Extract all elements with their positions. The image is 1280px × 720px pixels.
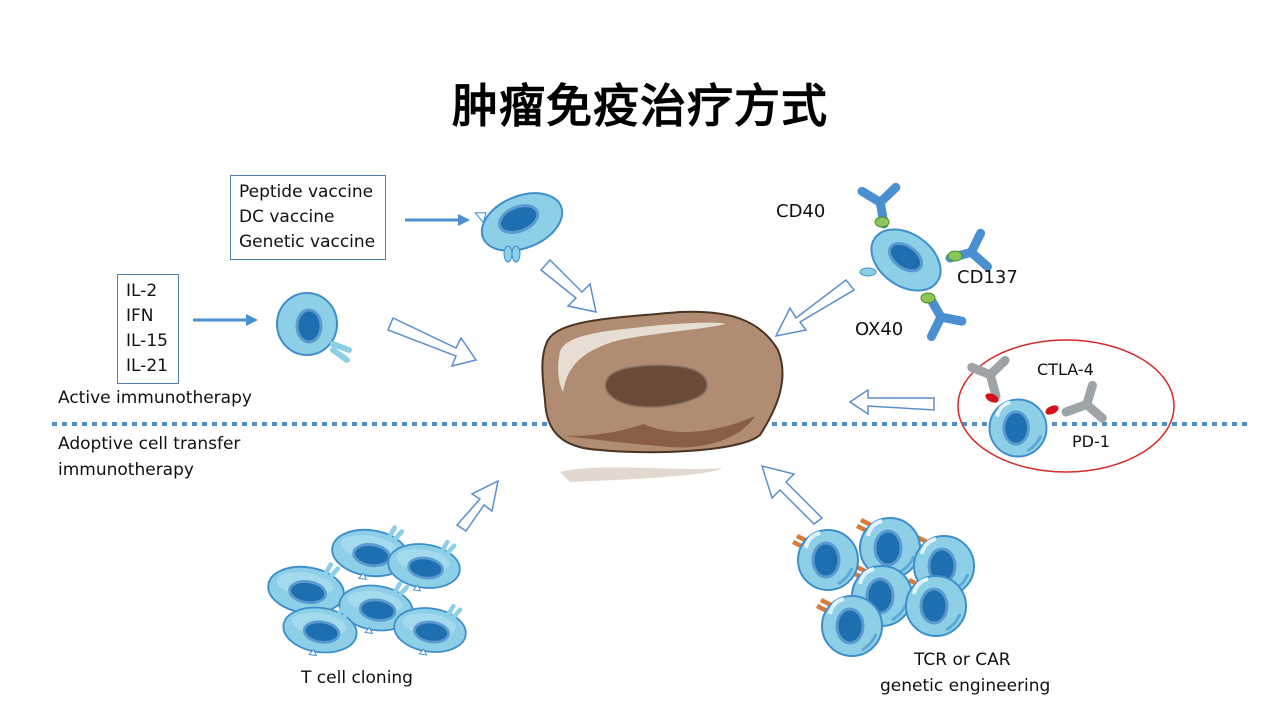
agonist-cell — [860, 185, 989, 338]
checkpoint-ring — [957, 339, 1175, 473]
t-cell-clone-cluster — [265, 519, 470, 660]
arrow-cytokine-to-tumor — [387, 316, 478, 368]
active-immunotherapy-label: Active immunotherapy — [58, 388, 252, 408]
cytokine-box: IL-2 IFN IL-15 IL-21 — [117, 274, 179, 384]
vaccine-box: Peptide vaccine DC vaccine Genetic vacci… — [230, 175, 386, 260]
engineering-label-line2: genetic engineering — [880, 676, 1051, 696]
tumor-cell — [541, 310, 784, 482]
arrow-agonist-to-tumor — [774, 278, 856, 338]
vaccine-item: Peptide vaccine — [239, 182, 374, 202]
cd137-label: CD137 — [957, 267, 1018, 288]
vaccine-item: DC vaccine — [239, 207, 335, 227]
ox40-label: OX40 — [855, 319, 904, 340]
solid-arrow-vaccine — [405, 214, 470, 226]
dc-cell-legs — [503, 245, 521, 263]
engineering-label-line1: TCR or CAR — [914, 650, 1011, 670]
pd1-label: PD-1 — [1072, 432, 1110, 451]
arrow-vaccine-to-tumor — [539, 258, 597, 313]
adoptive-label-line1: Adoptive cell transfer — [58, 434, 241, 454]
cytokine-item: IFN — [126, 306, 154, 326]
arrow-checkpoint-to-tumor — [848, 388, 935, 416]
cd40-label: CD40 — [776, 201, 826, 222]
adoptive-label-line2: immunotherapy — [58, 460, 194, 480]
solid-arrow-cytokine — [193, 314, 258, 326]
cytokine-item: IL-15 — [126, 331, 168, 351]
arrows — [387, 258, 935, 533]
activated-t-cell — [276, 292, 352, 363]
ctla4-label: CTLA-4 — [1037, 360, 1094, 379]
engineered-t-cell-cluster — [792, 516, 976, 658]
cytokine-item: IL-21 — [126, 356, 168, 376]
vaccine-item: Genetic vaccine — [239, 232, 376, 252]
t-cell-cloning-label: T cell cloning — [301, 668, 413, 688]
arrow-tcell-to-tumor — [455, 479, 500, 533]
cytokine-item: IL-2 — [126, 281, 158, 301]
checkpoint-cell — [972, 358, 1104, 459]
arrow-engineered-to-tumor — [760, 464, 824, 525]
page-title: 肿瘤免疫治疗方式 — [452, 79, 828, 133]
dendritic-cell — [474, 192, 564, 252]
